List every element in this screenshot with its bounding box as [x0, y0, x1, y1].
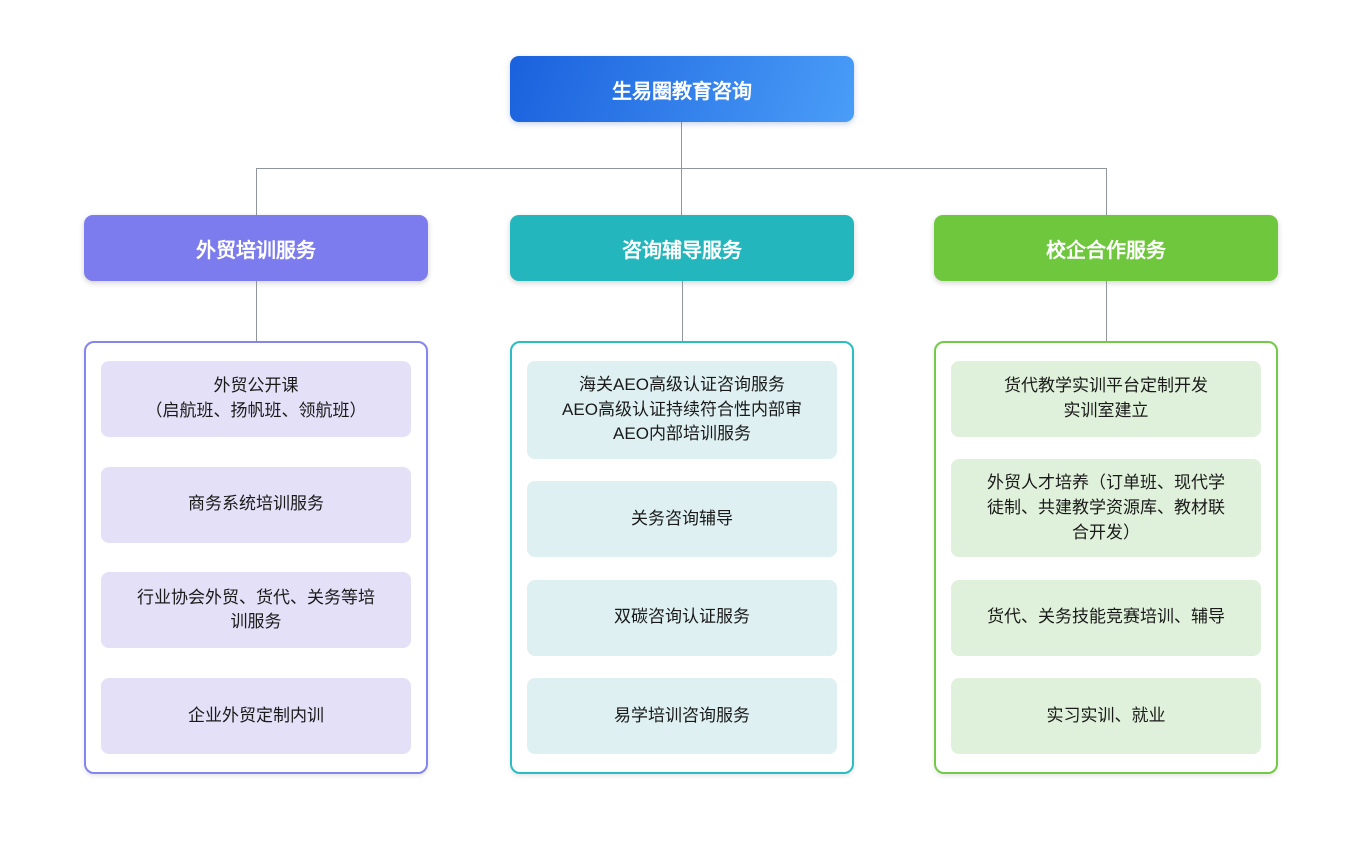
branch-consulting-coaching: 咨询辅导服务 海关AEO高级认证咨询服务 AEO高级认证持续符合性内部审 AEO… [510, 215, 854, 774]
branch-header-label: 外贸培训服务 [196, 239, 316, 262]
connector-root-vertical [681, 122, 682, 168]
service-item: 外贸公开课 （启航班、扬帆班、领航班） [101, 361, 411, 437]
service-item: 关务咨询辅导 [527, 481, 837, 558]
branch-container-consulting-coaching: 海关AEO高级认证咨询服务 AEO高级认证持续符合性内部审 AEO内部培训服务 … [510, 341, 854, 774]
branch-header-label: 咨询辅导服务 [622, 239, 742, 262]
service-item: 易学培训咨询服务 [527, 678, 837, 754]
branch-container-foreign-trade-training: 外贸公开课 （启航班、扬帆班、领航班） 商务系统培训服务 行业协会外贸、货代、关… [84, 341, 428, 774]
service-item: 双碳咨询认证服务 [527, 579, 837, 656]
service-item: 商务系统培训服务 [101, 466, 411, 543]
connector-header-to-container [255, 281, 257, 341]
branch-header-label: 校企合作服务 [1046, 239, 1166, 262]
service-item: 行业协会外贸、货代、关务等培 训服务 [101, 572, 411, 649]
branch-header-foreign-trade-training: 外贸培训服务 [84, 215, 428, 281]
connector-header-to-container [681, 281, 683, 341]
branch-container-school-enterprise-cooperation: 货代教学实训平台定制开发 实训室建立 外贸人才培养（订单班、现代学 徒制、共建教… [934, 341, 1278, 774]
service-item: 实习实训、就业 [951, 678, 1261, 754]
service-item: 海关AEO高级认证咨询服务 AEO高级认证持续符合性内部审 AEO内部培训服务 [527, 361, 837, 459]
branch-header-consulting-coaching: 咨询辅导服务 [510, 215, 854, 281]
service-item: 货代教学实训平台定制开发 实训室建立 [951, 361, 1261, 437]
service-item: 企业外贸定制内训 [101, 677, 411, 754]
connector-drop-left [256, 168, 257, 215]
root-node: 生易圈教育咨询 [510, 56, 854, 122]
service-item: 货代、关务技能竞赛培训、辅导 [951, 579, 1261, 656]
connector-drop-center [681, 168, 682, 215]
branch-foreign-trade-training: 外贸培训服务 外贸公开课 （启航班、扬帆班、领航班） 商务系统培训服务 行业协会… [84, 215, 428, 774]
connector-drop-right [1106, 168, 1107, 215]
root-node-label: 生易圈教育咨询 [612, 80, 752, 103]
branch-school-enterprise-cooperation: 校企合作服务 货代教学实训平台定制开发 实训室建立 外贸人才培养（订单班、现代学… [934, 215, 1278, 774]
connector-header-to-container [1105, 281, 1107, 341]
branch-header-school-enterprise-cooperation: 校企合作服务 [934, 215, 1278, 281]
service-item: 外贸人才培养（订单班、现代学 徒制、共建教学资源库、教材联 合开发） [951, 459, 1261, 558]
